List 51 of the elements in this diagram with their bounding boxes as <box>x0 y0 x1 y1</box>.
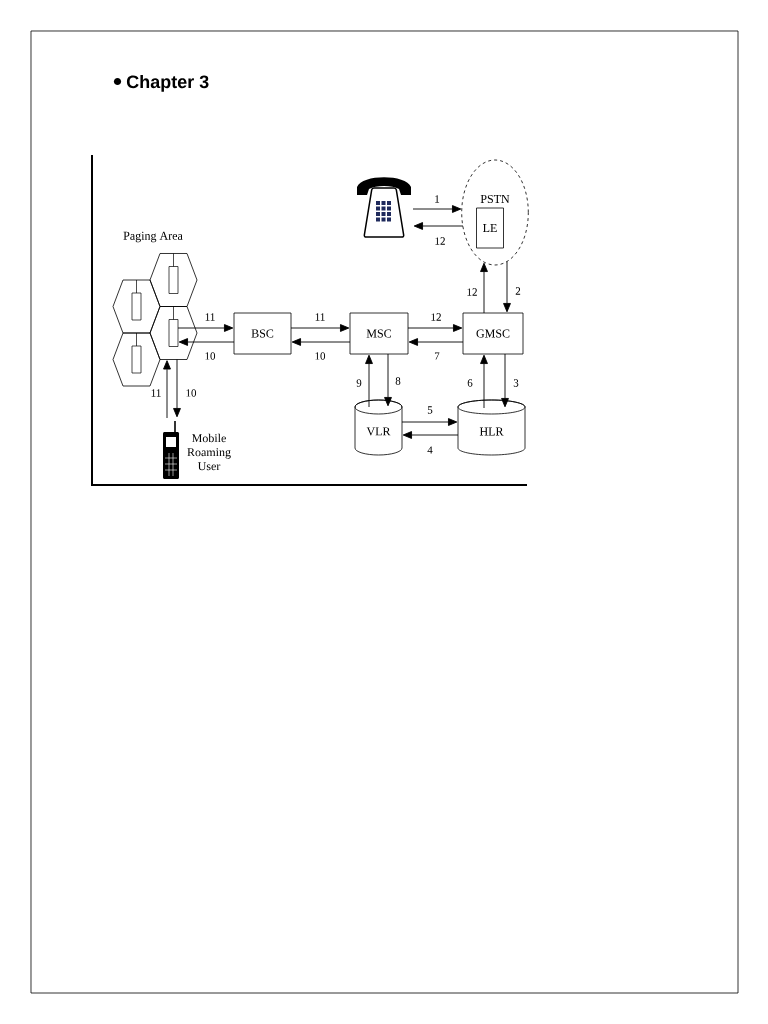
edge-label: 6 <box>466 378 474 388</box>
edge-label: 12 <box>433 236 447 246</box>
hexagon-cell <box>112 279 161 334</box>
network-element-box: BSC <box>233 312 292 355</box>
hexagon-cell <box>112 332 161 387</box>
network-element-box: MSC <box>349 312 409 355</box>
edge-label: 4 <box>426 445 434 455</box>
database-cylinder: HLR <box>457 399 526 456</box>
arrow <box>402 431 459 439</box>
edge-label: 2 <box>514 286 522 296</box>
arrow <box>290 324 350 332</box>
arrow <box>408 338 464 346</box>
arrow <box>177 324 234 332</box>
edge-label: 11 <box>150 388 162 398</box>
edge-label: 7 <box>433 351 441 361</box>
mobile-phone-picture <box>163 420 179 479</box>
arrow <box>365 354 373 408</box>
hexagon-cell <box>149 306 198 360</box>
arrow <box>480 262 488 314</box>
edge-label: 8 <box>394 376 402 386</box>
arrow <box>401 418 458 426</box>
arrow <box>384 353 392 407</box>
edge-label: 12 <box>465 287 479 297</box>
edge-label: 10 <box>313 351 327 361</box>
area-label: Paging Area <box>123 231 183 243</box>
arrow <box>173 359 181 418</box>
edge-label: 11 <box>314 312 326 322</box>
arrow <box>503 261 511 313</box>
arrow <box>163 360 171 419</box>
telephone-picture <box>357 177 411 238</box>
edge-label: 10 <box>203 351 217 361</box>
arrow <box>501 353 509 408</box>
title: Chapter 3 <box>126 74 209 92</box>
edge-label: 11 <box>204 312 216 322</box>
hexagon-cell <box>149 253 198 307</box>
network-element-box: GMSC <box>462 312 524 355</box>
edge-label: 12 <box>429 312 443 322</box>
arrow <box>413 222 464 230</box>
database-cylinder: VLR <box>354 399 403 456</box>
arrow <box>291 338 351 346</box>
arrow <box>412 205 462 213</box>
arrow <box>178 338 235 346</box>
edge-label: 1 <box>433 194 441 204</box>
arrow <box>407 324 463 332</box>
edge-label: 5 <box>426 405 434 415</box>
node-caption: Mobile Roaming User <box>187 433 231 471</box>
network-element-box: LE <box>476 207 504 249</box>
edge-label: 9 <box>355 378 363 388</box>
edge-label: 3 <box>512 378 520 388</box>
edge-label: 10 <box>184 388 198 398</box>
arrow <box>480 354 488 409</box>
